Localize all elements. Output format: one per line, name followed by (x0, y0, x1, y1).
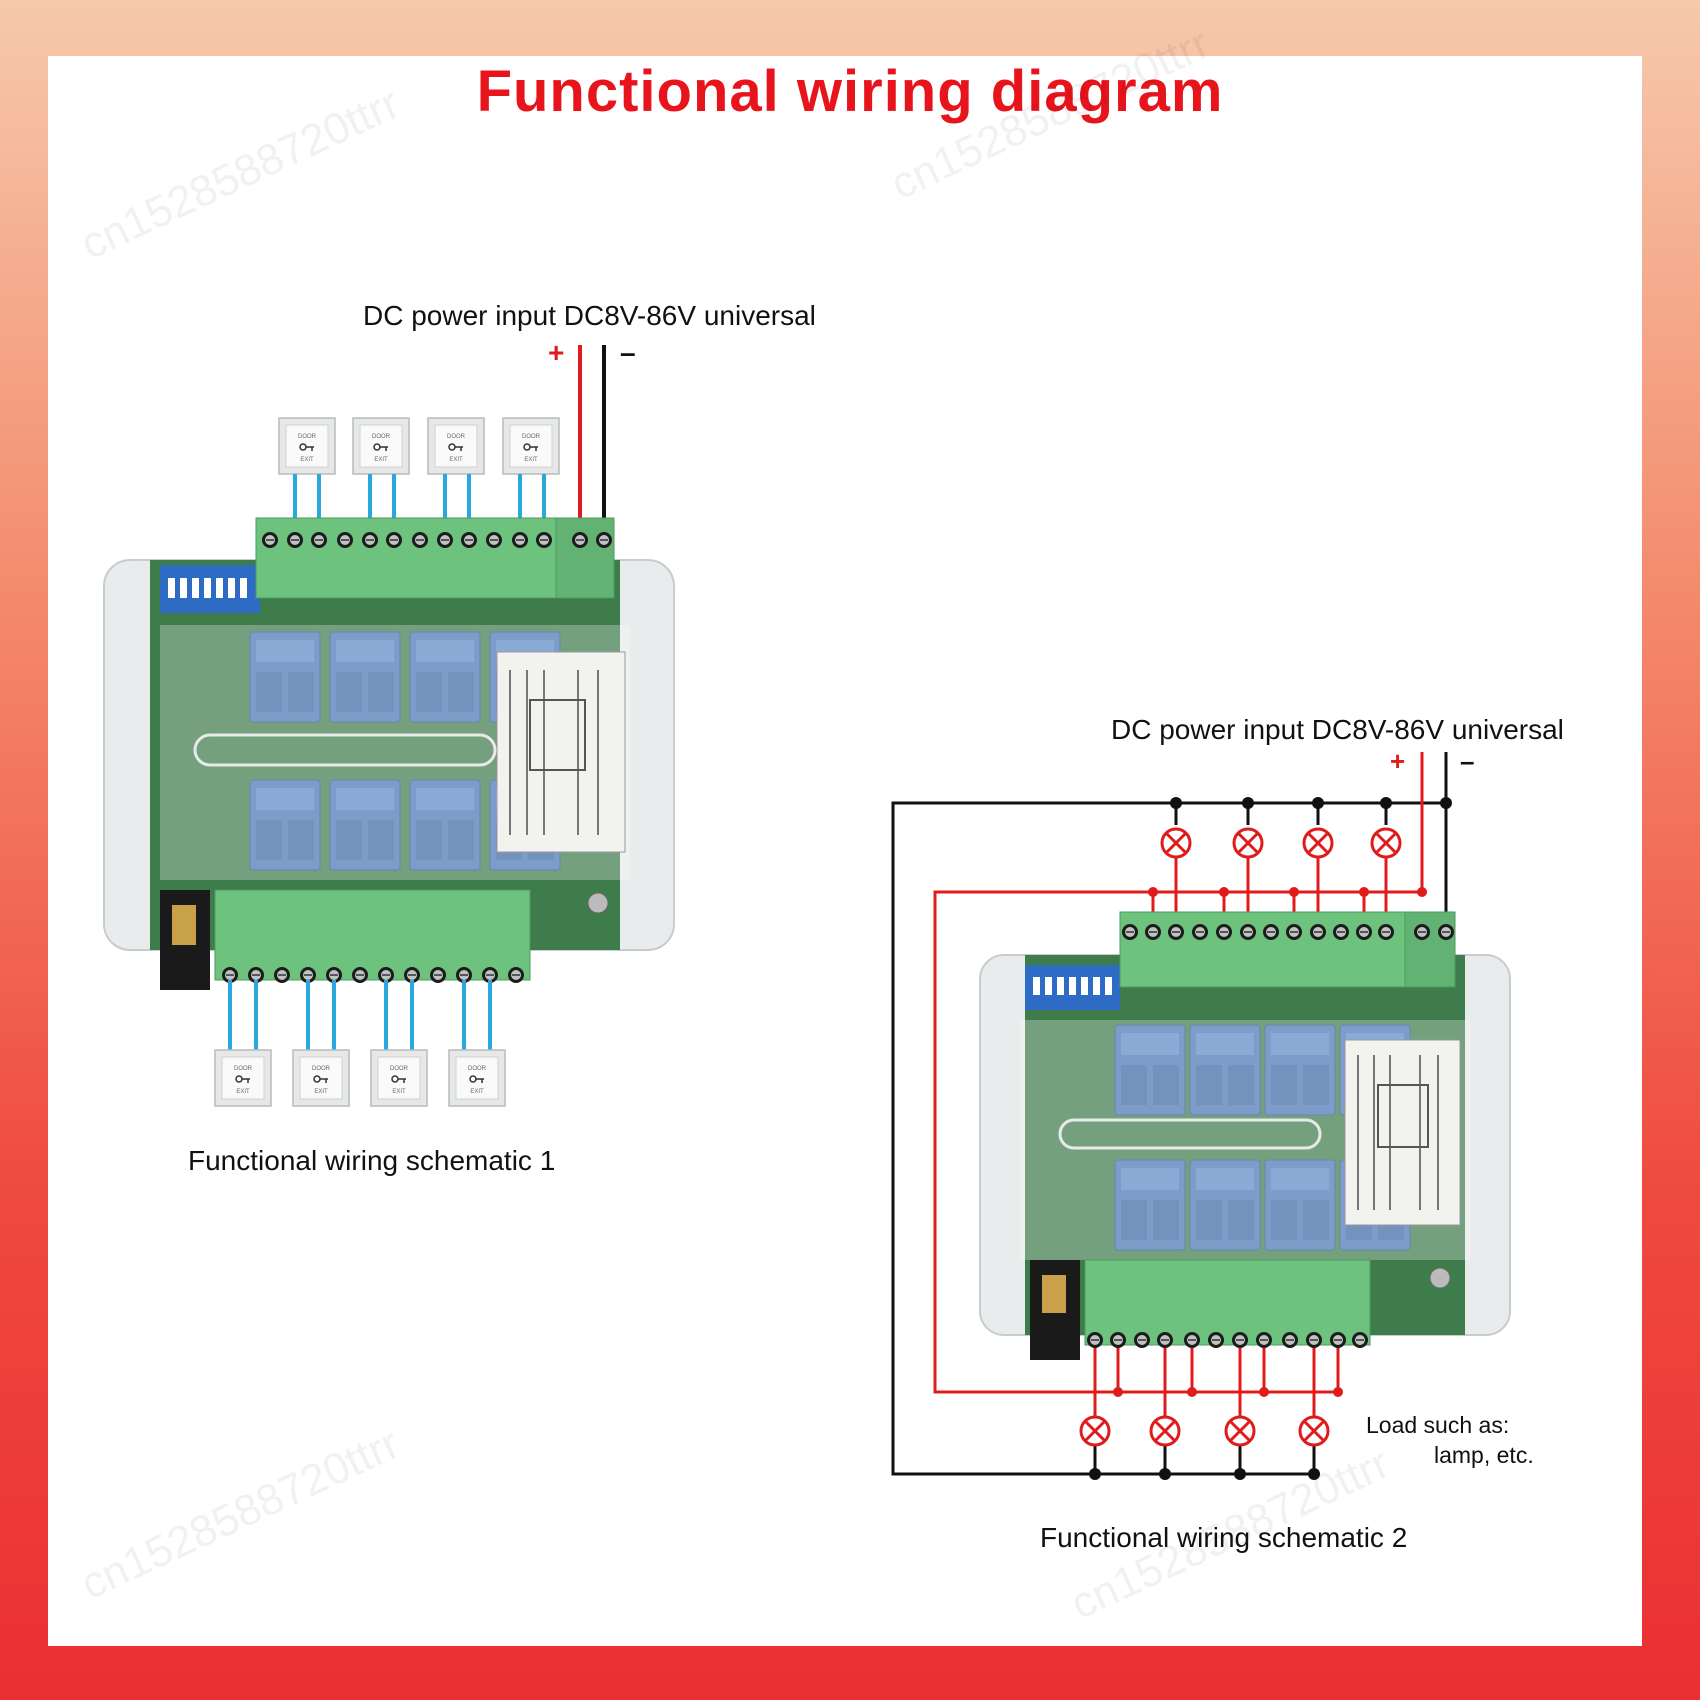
lamp-icon (1160, 827, 1192, 859)
relay-module-2 (979, 911, 1511, 1360)
minus-sign-1: – (620, 337, 636, 368)
watermark-text: cn1528588720ttrr (884, 19, 1217, 209)
junction-dots (1089, 797, 1452, 1480)
watermark-text: cn1528588720ttrr (74, 1419, 407, 1609)
schematic-2-caption: Functional wiring schematic 2 (1040, 1522, 1407, 1553)
power-input-label-2: DC power input DC8V-86V universal (1111, 714, 1564, 745)
power-input-label-1: DC power input DC8V-86V universal (363, 300, 816, 331)
watermark-text: cn1528588720ttrr (74, 79, 407, 269)
exit-button-icon (502, 417, 560, 475)
lamp-icon (1302, 827, 1334, 859)
lamp-icon (1224, 1415, 1256, 1447)
exit-button-icon (448, 1049, 506, 1107)
lamp-icon (1079, 1415, 1111, 1447)
lamp-icon (1149, 1415, 1181, 1447)
switch-wires-bottom (228, 980, 492, 1050)
exit-button-icon (370, 1049, 428, 1107)
exit-button-icon (278, 417, 336, 475)
load-label-line2: lamp, etc. (1434, 1442, 1534, 1468)
exit-button-icon (214, 1049, 272, 1107)
schematic-1: DC power input DC8V-86V universal + – (103, 300, 816, 1176)
lamp-icon (1370, 827, 1402, 859)
minus-sign-2: – (1460, 746, 1474, 776)
lamp-icon (1232, 827, 1264, 859)
exit-button-icon (292, 1049, 350, 1107)
page-title: Functional wiring diagram (476, 59, 1224, 124)
plus-sign-2: + (1390, 746, 1405, 776)
exit-button-icon (427, 417, 485, 475)
junction-dots-red (1113, 887, 1427, 1397)
plus-sign-1: + (548, 337, 564, 368)
schematic-1-caption: Functional wiring schematic 1 (188, 1145, 555, 1176)
load-label-line1: Load such as: (1366, 1412, 1509, 1438)
lamp-icon (1298, 1415, 1330, 1447)
schematic-2: DC power input DC8V-86V universal + – (891, 714, 1564, 1553)
exit-button-icon (352, 417, 410, 475)
relay-module-1 (103, 517, 675, 990)
